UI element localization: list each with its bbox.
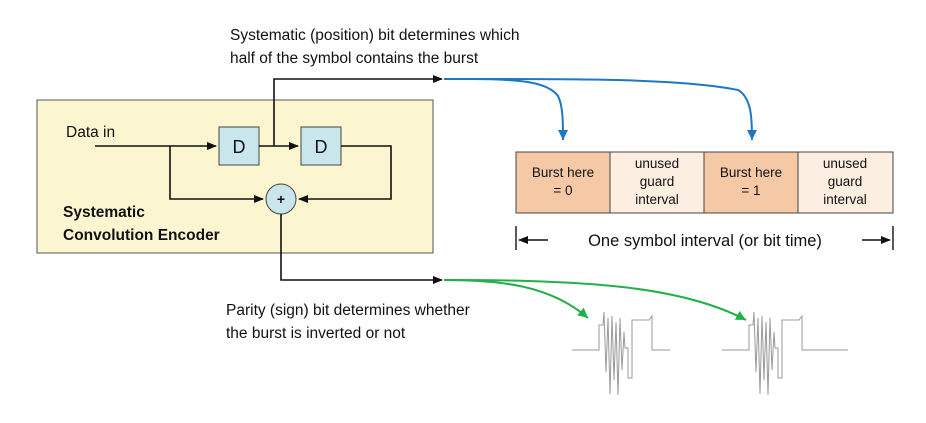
- symbol-interval-label: One symbol interval (or bit time): [588, 232, 822, 250]
- encoder-wiring: [95, 75, 443, 284]
- cell-0-line1: Burst here: [532, 165, 594, 180]
- encoder-box: [36, 99, 434, 254]
- adder-label: +: [277, 191, 285, 207]
- symbol-cells: [515, 151, 894, 214]
- encoder-title-line1: Systematic: [63, 204, 145, 221]
- cell-1-line2: guard: [640, 174, 675, 189]
- cell-2-line1: Burst here: [720, 165, 782, 180]
- burst-waveform-2: [722, 311, 848, 396]
- parity-arrows: [443, 279, 747, 321]
- cell-3-line3: interval: [823, 192, 867, 207]
- parity-caption-line1: Parity (sign) bit determines whether: [226, 302, 470, 319]
- data-in-label: Data in: [66, 124, 115, 141]
- cell-1-line3: interval: [635, 192, 679, 207]
- systematic-caption-line2: half of the symbol contains the burst: [230, 50, 479, 67]
- systematic-arrows: [444, 77, 757, 141]
- cell-2-line2: = 1: [741, 183, 760, 198]
- symbol-cell-burst-1: [703, 151, 799, 214]
- encoder-title-line2: Convolution Encoder: [63, 227, 220, 244]
- cell-1-line1: unused: [635, 156, 679, 171]
- symbol-cell-burst-0: [515, 151, 611, 214]
- symbol-cell-guard-1: [609, 151, 705, 214]
- symbol-cell-guard-2: [797, 151, 894, 214]
- cell-3-line1: unused: [823, 156, 867, 171]
- burst-waveform-1: [572, 311, 670, 396]
- delay-block-1: [218, 126, 260, 166]
- delay-1-label: D: [233, 137, 246, 157]
- delay-2-label: D: [315, 137, 328, 157]
- symbol-interval-dimension: [515, 226, 894, 250]
- systematic-caption-line1: Systematic (position) bit determines whi…: [230, 27, 519, 44]
- cell-3-line2: guard: [828, 174, 863, 189]
- delay-block-2: [300, 126, 342, 166]
- parity-caption-line2: the burst is inverted or not: [226, 325, 406, 342]
- cell-0-line2: = 0: [553, 183, 572, 198]
